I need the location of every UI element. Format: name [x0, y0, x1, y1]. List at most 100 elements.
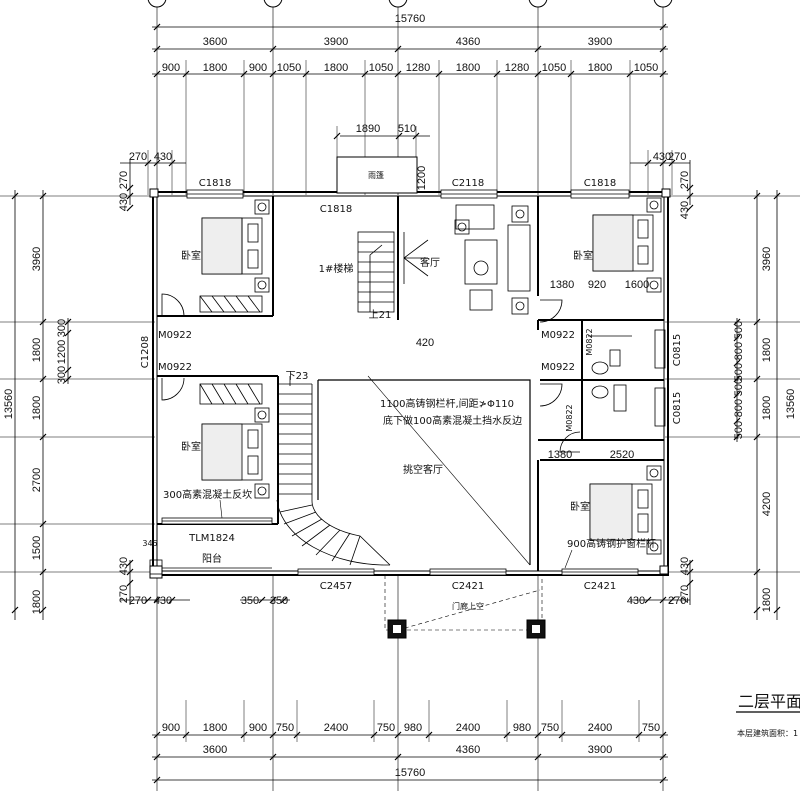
dim-text: 2400 [324, 722, 348, 734]
canopy-dim-510: 510 [398, 123, 416, 135]
dim-text: 1500 [31, 536, 43, 560]
window-c1208: C1208 [140, 336, 151, 368]
dim-text: 2400 [588, 722, 612, 734]
window-c2457: C2457 [320, 581, 352, 592]
interior-walls [157, 196, 664, 571]
dim-text: 3900 [588, 36, 612, 48]
dim-text: 1280 [505, 62, 529, 74]
bathroom-fixtures [588, 329, 666, 427]
dim-text: 500 [733, 363, 745, 381]
dim-text: 300 [56, 319, 68, 337]
dim-text: 430 [653, 151, 671, 163]
curb-leader [219, 499, 223, 519]
room-label-bedroom-ne: 卧室 [573, 249, 593, 262]
dim-text: 1200 [56, 340, 68, 364]
porch-column-cores [393, 625, 540, 633]
axis-bubbles [147, 0, 673, 8]
dim-text: 1050 [634, 62, 658, 74]
dim-text: 1800 [31, 590, 43, 614]
bottom-sub-dims: 900 1800 900 750 2400 750 980 2400 980 7… [162, 722, 660, 734]
door-tlm1824: TLM1824 [188, 533, 235, 544]
dim-text: 3600 [203, 36, 227, 48]
railing-note-2: 底下做100高素混凝土挡水反边 [383, 414, 522, 427]
balcony-block [149, 517, 273, 575]
door-m0922-c: M0922 [541, 330, 575, 341]
dim-text: 270 [118, 585, 130, 603]
door-m0822-b: M0822 [565, 404, 574, 431]
dim-text: 1050 [542, 62, 566, 74]
dim-text: 500 [733, 321, 745, 339]
dim-text: 800 [733, 399, 745, 417]
dim-text: 900 [249, 62, 267, 74]
bottom-bay-dims: 3600 4360 3900 [203, 744, 612, 756]
right-small-dims: 270 430 500 800 500 500 800 500 430 270 [679, 171, 745, 603]
dim-text: 1800 [588, 62, 612, 74]
left-dimensions [11, 160, 134, 620]
window-c2118: C2118 [452, 178, 484, 189]
stair-up-label: 上21 [369, 309, 392, 321]
door-swings [161, 293, 581, 453]
dim-text: 430 [679, 201, 691, 219]
room-label-bedroom-se: 卧室 [570, 500, 590, 513]
dim-420: 420 [416, 337, 434, 349]
railing-note-1: 1100高铸钢栏杆,间距≯Φ110 [380, 397, 514, 410]
void-railing [317, 375, 531, 566]
porch-outline [384, 575, 543, 631]
right-dimensions [686, 160, 781, 620]
door-m0822-a: M0822 [585, 328, 594, 355]
dim-text: 430 [118, 193, 130, 211]
dim-text: 300 [56, 366, 68, 384]
dim-text: 1800 [203, 722, 227, 734]
right-total-dim: 13560 [785, 389, 797, 420]
dim-text: 430 [154, 595, 172, 607]
door-m0922-d: M0922 [541, 362, 575, 373]
room-label-stair: 1#楼梯 [319, 262, 354, 275]
window-c2421-a: C2421 [452, 581, 484, 592]
area-note: 本层建筑面积：1 [737, 728, 798, 738]
canopy [336, 156, 418, 194]
dim-text: 980 [513, 722, 531, 734]
canopy-dim-1890: 1890 [356, 123, 380, 135]
room-label-void: 挑空客厅 [403, 463, 443, 476]
dim-920: 920 [588, 279, 606, 291]
dim-text: 270 [129, 595, 147, 607]
right-part-dims: 3960 1800 1800 4200 1800 [761, 247, 773, 612]
top-bay-dims: 3600 3900 4360 3900 [203, 36, 612, 48]
left-small-dims: 270 430 1200 300 300 430 270 [56, 171, 130, 603]
dim-text: 1800 [761, 396, 773, 420]
dim-text: 4360 [456, 744, 480, 756]
dim-text: 900 [162, 722, 180, 734]
floor-title: 二层平面 [738, 692, 800, 711]
dim-text: 270 [118, 171, 130, 189]
bottom-dimensions [120, 596, 690, 784]
dim-text: 1800 [31, 338, 43, 362]
left-total-dim: 13560 [3, 389, 15, 420]
porch-columns [387, 619, 546, 639]
window-c1818-ne: C1818 [584, 178, 616, 189]
stair-down-label: 下23 [286, 371, 309, 382]
dim-text: 900 [162, 62, 180, 74]
dim-text: 3960 [761, 247, 773, 271]
dim-text: 270 [679, 585, 691, 603]
dim-text: 1800 [203, 62, 227, 74]
dim-text: 350 [270, 595, 288, 607]
window-c0815-a: C0815 [672, 334, 683, 366]
dim-text: 3900 [588, 744, 612, 756]
sofa-set-icon [403, 204, 531, 315]
dim-text: 270 [668, 151, 686, 163]
stair-2-icon [276, 376, 391, 566]
dim-text: 3600 [203, 744, 227, 756]
top-dimensions [120, 23, 690, 195]
window-c2421-b: C2421 [584, 581, 616, 592]
dim-text: 3960 [31, 247, 43, 271]
bottom-windows [297, 568, 639, 576]
curb-note: 300高素混凝土反坎 [163, 488, 252, 501]
dim-1200: 1200 [416, 166, 428, 190]
dim-text: 4360 [456, 36, 480, 48]
corner-posts [149, 188, 671, 579]
dim-1380-b: 1380 [548, 449, 572, 461]
dim-text: 3900 [324, 36, 348, 48]
door-m0922-b: M0922 [158, 362, 192, 373]
